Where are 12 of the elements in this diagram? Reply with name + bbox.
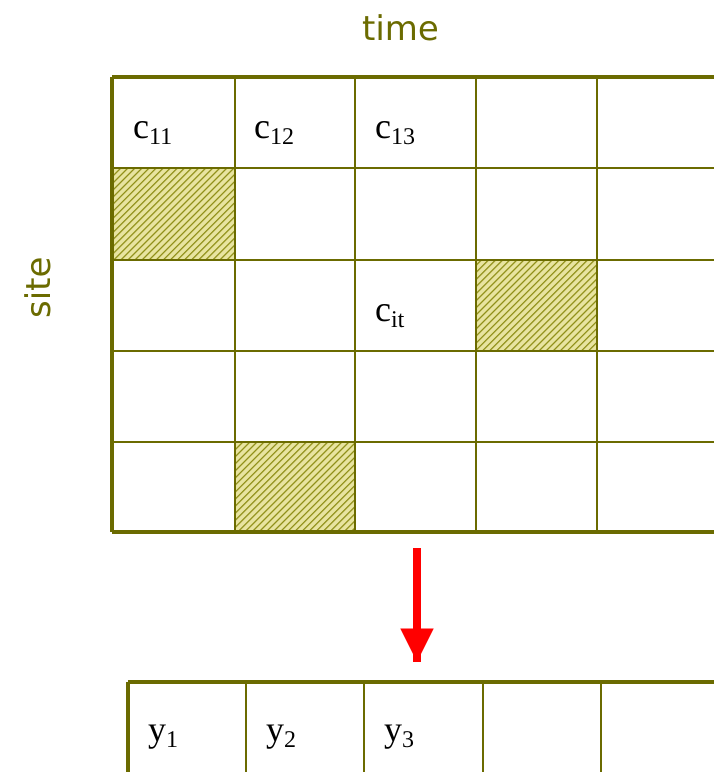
cell-label: y$_{2}$ [266,711,296,752]
arrow [400,548,434,662]
cell-label: y$_{3}$ [384,711,414,752]
axis-title: time [362,12,439,46]
grid-table [126,680,714,772]
axis-title: site [22,256,56,318]
cell-label: c$_{13}$ [375,108,415,149]
cell-label: c$_{11}$ [133,108,172,149]
cell-label: y$_{1}$ [148,711,178,752]
grid-table [110,75,714,534]
cell-label: c$_{it}$ [375,291,404,332]
cell-label: c$_{12}$ [254,108,294,149]
